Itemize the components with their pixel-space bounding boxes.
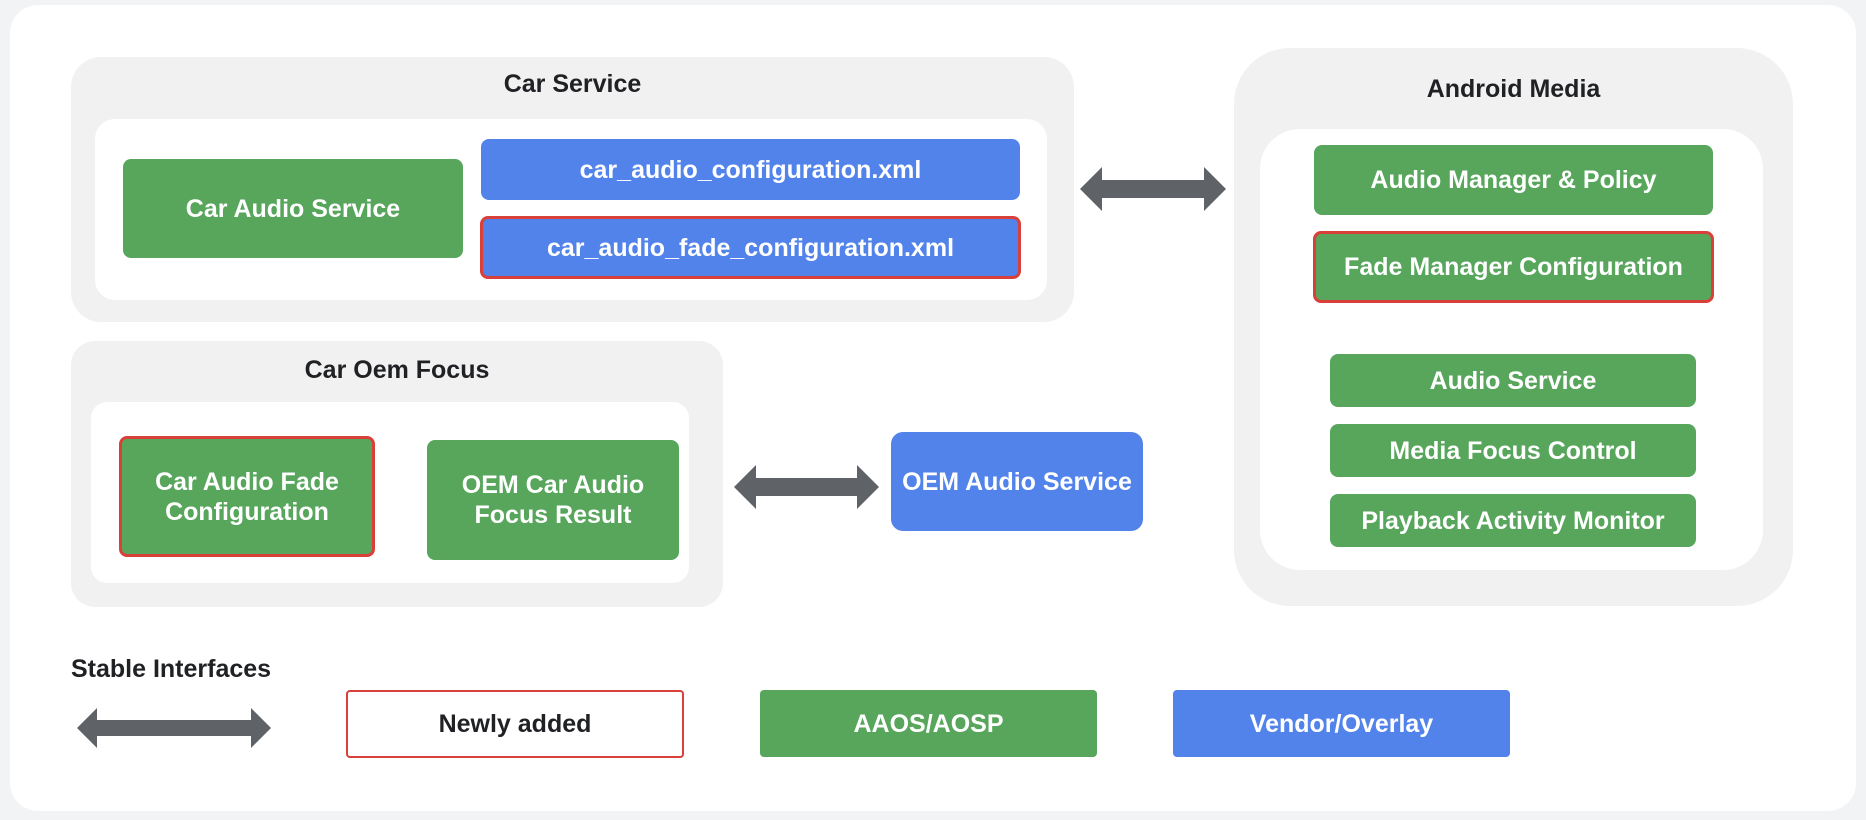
double-headed-arrow-icon: [1080, 167, 1226, 211]
playback-activity-monitor-box: Playback Activity Monitor: [1330, 494, 1696, 547]
car-audio-service-box: Car Audio Service: [123, 159, 463, 258]
android-media-title: Android Media: [1426, 75, 1601, 103]
double-headed-arrow-icon: [77, 708, 271, 748]
fade-manager-configuration-box: Fade Manager Configuration: [1313, 231, 1714, 303]
car-oem-focus-title: Car Oem Focus: [304, 356, 490, 384]
oem-audio-service-box: OEM Audio Service: [891, 432, 1143, 531]
car-audio-configuration-xml-box: car_audio_configuration.xml: [481, 139, 1020, 200]
media-focus-control-box: Media Focus Control: [1330, 424, 1696, 477]
car-audio-fade-configuration-xml-box: car_audio_fade_configuration.xml: [480, 216, 1021, 279]
legend-vendor-overlay: Vendor/Overlay: [1173, 690, 1510, 757]
double-headed-arrow-icon: [734, 465, 879, 509]
car-audio-fade-configuration-box: Car Audio Fade Configuration: [119, 436, 375, 557]
audio-service-box: Audio Service: [1330, 354, 1696, 407]
oem-car-audio-focus-result-box: OEM Car Audio Focus Result: [427, 440, 679, 560]
legend-aaos-aosp: AAOS/AOSP: [760, 690, 1097, 757]
legend-stable-interfaces-label: Stable Interfaces: [71, 655, 272, 683]
car-service-title: Car Service: [503, 70, 642, 98]
legend-newly-added: Newly added: [346, 690, 684, 758]
audio-manager-policy-box: Audio Manager & Policy: [1314, 145, 1713, 215]
